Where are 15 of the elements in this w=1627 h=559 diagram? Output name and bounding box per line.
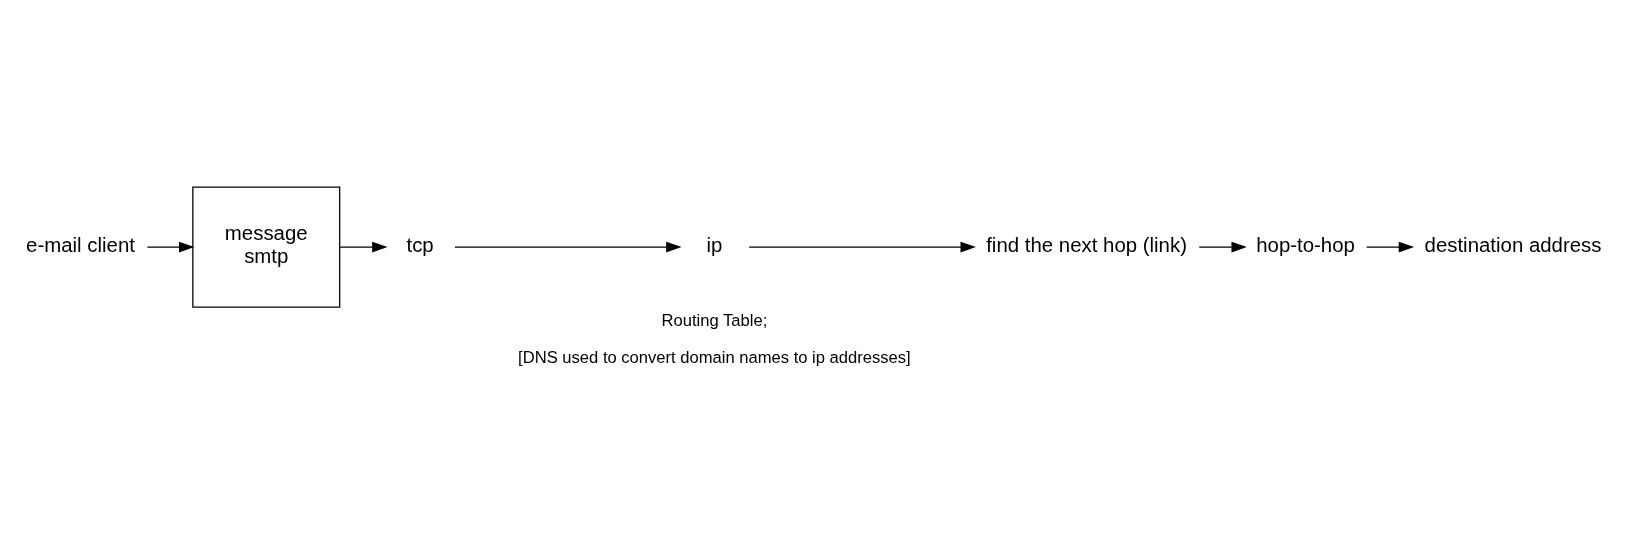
node-text: tcp [406, 233, 434, 256]
node-text: e-mail client [25, 233, 135, 256]
arrow [748, 241, 976, 252]
node-text: destination address [1424, 233, 1602, 256]
node-box: message smtp [191, 186, 340, 308]
arrow [1365, 241, 1414, 252]
arrow [146, 241, 194, 252]
node-text: find the next hop (link) [985, 233, 1187, 256]
arrow [338, 241, 388, 252]
node-label: Routing Table; [661, 310, 767, 330]
arrow [1198, 241, 1247, 252]
node-text: ip [705, 233, 722, 256]
node-label: [DNS used to convert domain names to ip addresses] [517, 347, 911, 367]
node-text: hop-to-hop [1255, 233, 1355, 256]
arrow [453, 241, 682, 252]
